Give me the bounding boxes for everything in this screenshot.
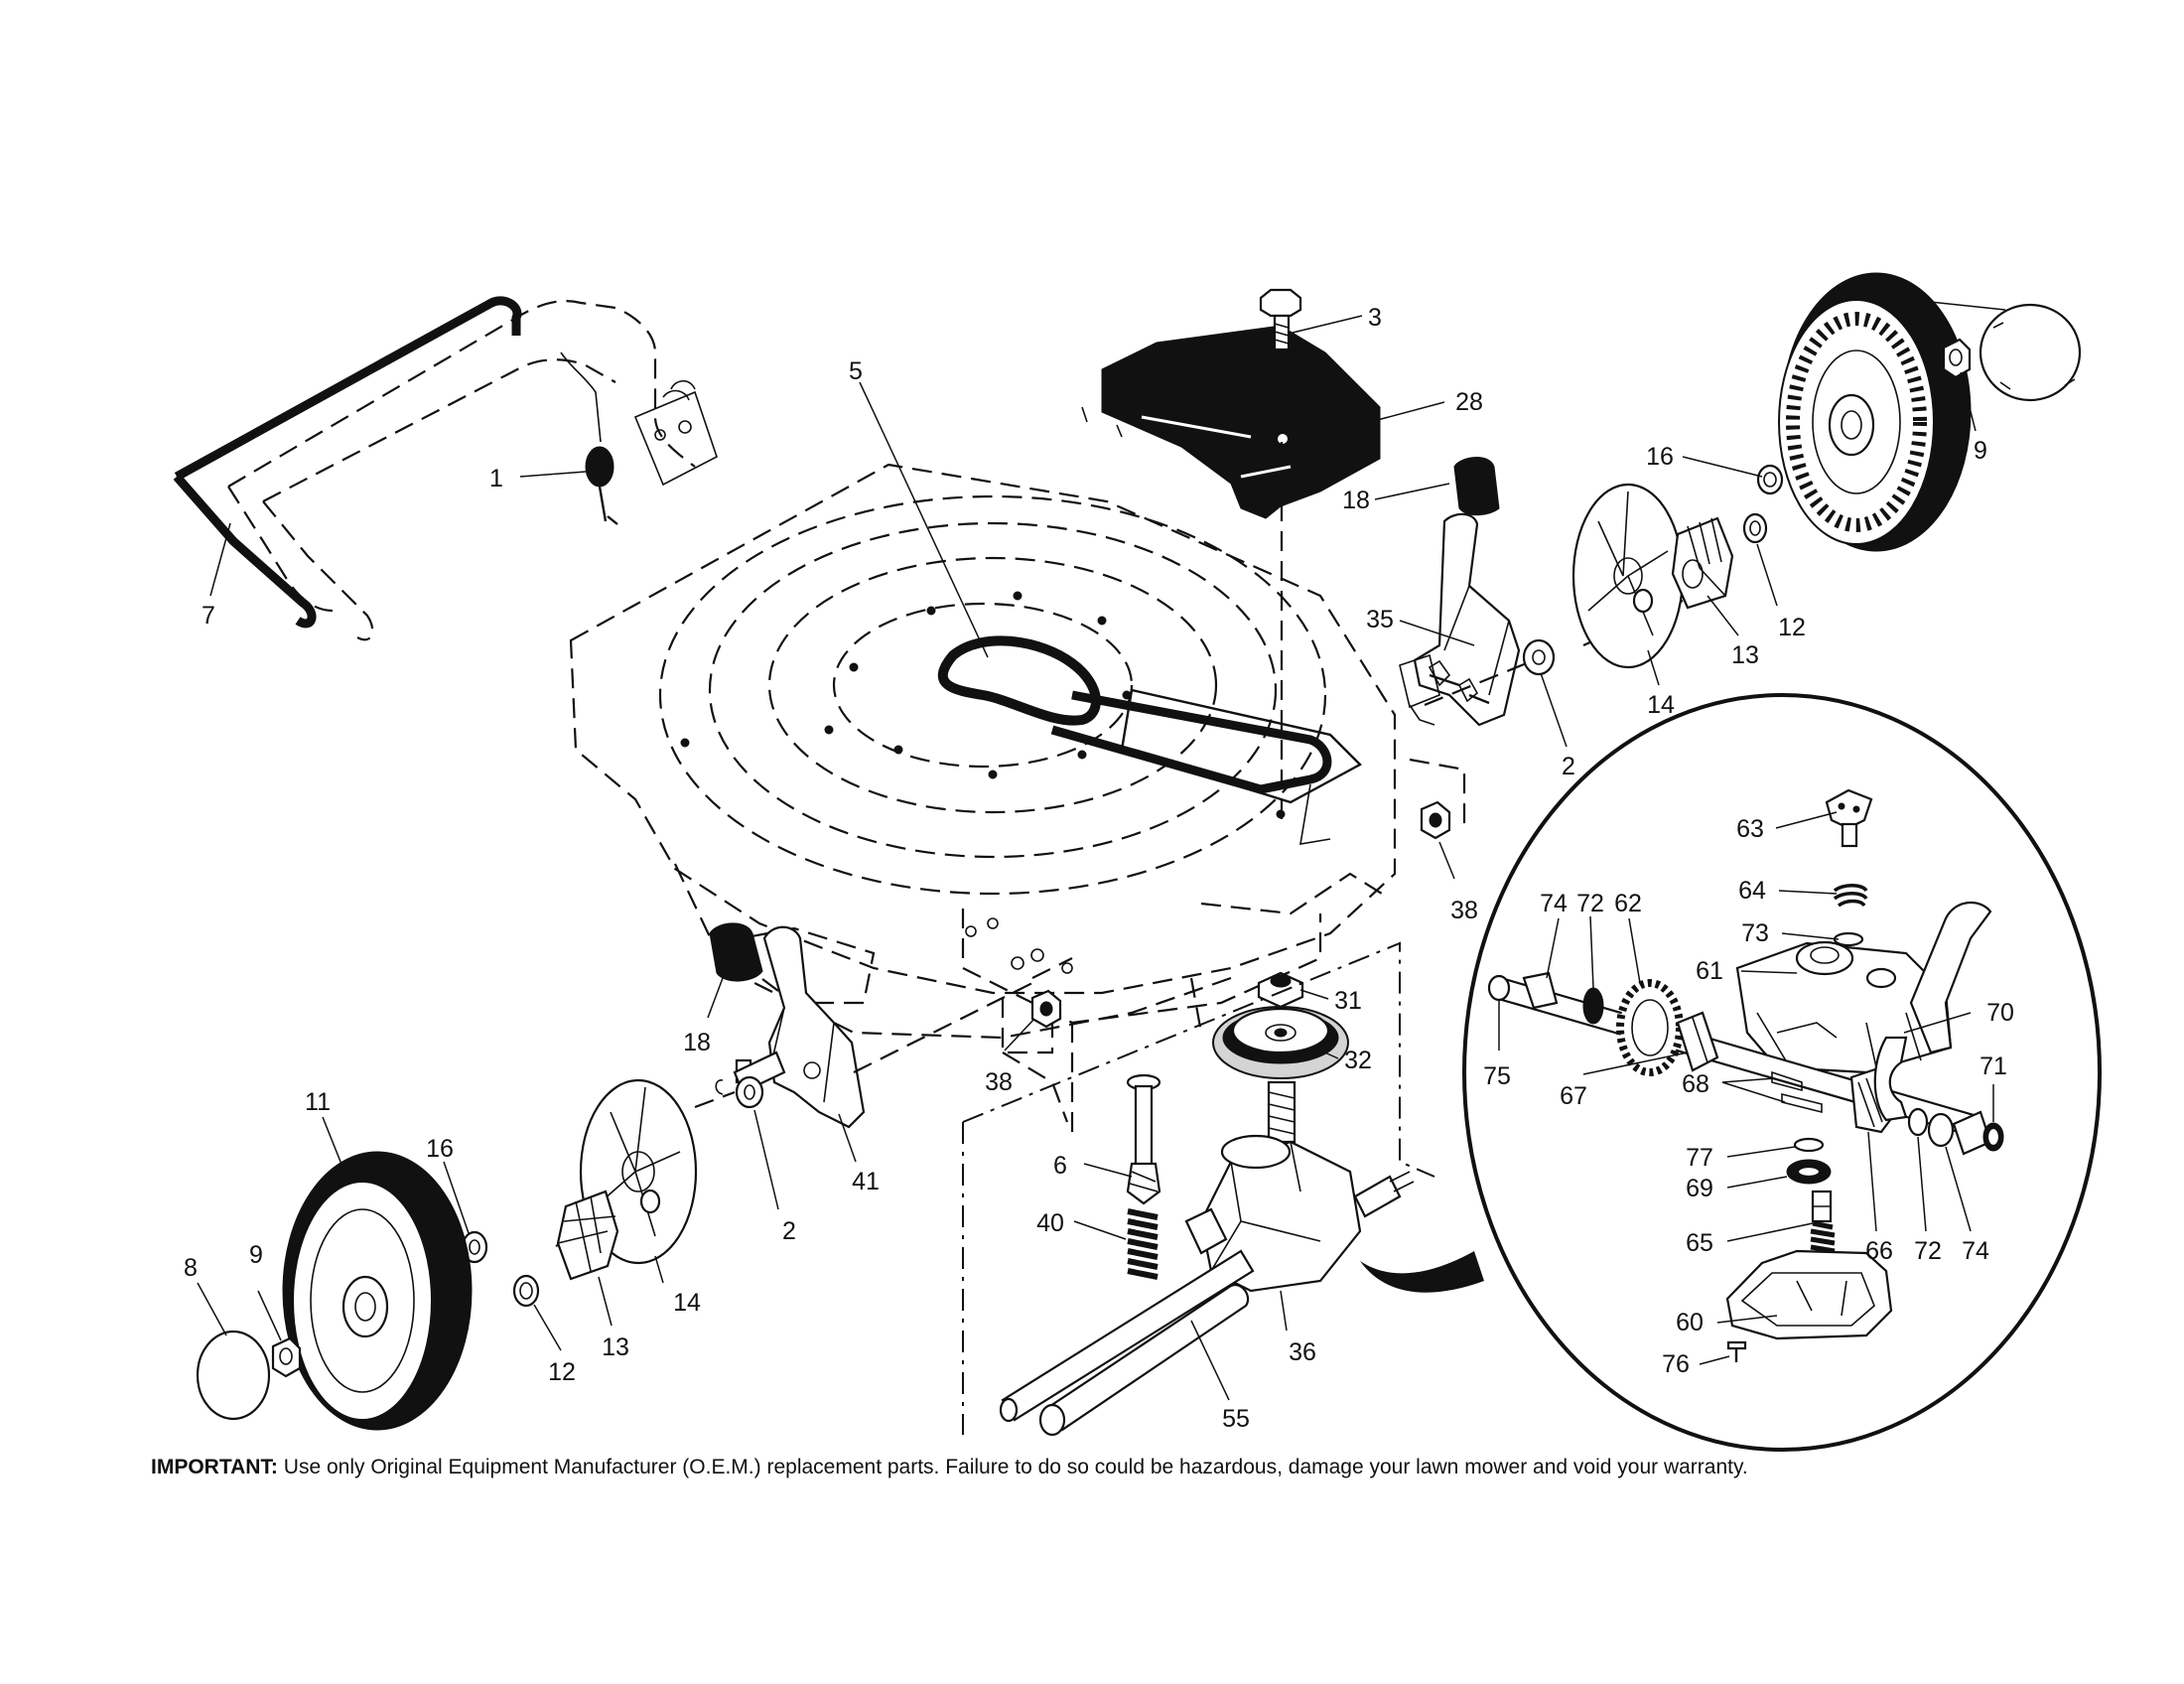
right-height-adjuster [1399,457,1521,727]
callout-3: 3 [1368,304,1382,332]
callout-13-left: 13 [602,1333,629,1361]
callout-41: 41 [852,1168,880,1195]
callout-77: 77 [1686,1144,1713,1172]
callout-numbers: 1 7 5 3 28 18 35 2 14 13 12 16 8 9 38 31… [184,286,2014,1433]
transmission-detail-inset [1360,693,2102,1452]
pulley-and-transmission [962,941,1435,1437]
callout-12-right: 12 [1778,614,1806,641]
callout-8-right: 8 [1882,286,1896,314]
callout-60: 60 [1676,1309,1704,1336]
callout-67: 67 [1560,1082,1587,1110]
callout-76: 76 [1662,1350,1690,1378]
callout-2-left: 2 [782,1217,796,1245]
callout-55: 55 [1222,1405,1250,1433]
callout-28: 28 [1455,388,1483,416]
callout-18-left: 18 [683,1029,711,1056]
callout-7: 7 [202,602,215,630]
hex-nuts [1030,800,1451,1029]
callout-8-left: 8 [184,1254,198,1282]
callout-11: 11 [305,1088,331,1116]
belt-cover [1081,325,1381,519]
callout-69: 69 [1686,1175,1713,1202]
left-wheel-assembly [196,1075,764,1431]
callout-38-right: 38 [1450,897,1478,924]
callout-14-right: 14 [1647,691,1675,719]
callout-1: 1 [489,465,503,492]
callout-75: 75 [1483,1062,1511,1090]
callout-62: 62 [1614,890,1642,917]
drive-belt [937,635,1362,845]
cover-bolt [1259,288,1302,829]
callout-16-left: 16 [426,1135,454,1163]
callout-9-right: 9 [1974,437,1987,465]
callout-36: 36 [1289,1338,1316,1366]
callout-32: 32 [1344,1047,1372,1074]
callout-70: 70 [1986,999,2014,1027]
notice-text: Use only Original Equipment Manufacturer… [283,1456,1748,1478]
callout-64: 64 [1738,877,1766,905]
callout-72-left: 72 [1576,890,1604,917]
callout-18-right: 18 [1342,487,1370,514]
callout-9-left: 9 [249,1241,263,1269]
left-height-adjuster [709,922,1073,1129]
callout-12-left: 12 [548,1358,576,1386]
callout-16-right: 16 [1646,443,1674,471]
right-wheel-assembly [1424,272,2082,707]
mower-deck [569,463,1466,1132]
callout-74-left: 74 [1540,890,1568,917]
callout-40: 40 [1036,1209,1064,1237]
callout-68: 68 [1682,1070,1709,1098]
bolt-and-spring [1126,1073,1161,1280]
notice-label: IMPORTANT: [151,1456,278,1478]
callout-61: 61 [1696,957,1723,985]
callout-71: 71 [1979,1052,2007,1080]
callout-72-right: 72 [1914,1237,1942,1265]
callout-6: 6 [1053,1152,1067,1180]
oem-parts-notice: IMPORTANT: Use only Original Equipment M… [151,1456,2156,1479]
callout-13-right: 13 [1731,641,1759,669]
callout-66: 66 [1865,1237,1893,1265]
callout-38-left: 38 [985,1068,1013,1096]
handle-assembly [173,296,718,641]
callout-31: 31 [1334,987,1362,1015]
callout-73: 73 [1741,919,1769,947]
callout-65: 65 [1686,1229,1713,1257]
callout-2-right: 2 [1562,753,1575,780]
callout-63: 63 [1736,815,1764,843]
leader-lines [197,299,2006,1401]
callout-74-right: 74 [1962,1237,1989,1265]
callout-35: 35 [1366,606,1394,633]
callout-14-left: 14 [673,1289,701,1317]
callout-5: 5 [849,357,863,385]
